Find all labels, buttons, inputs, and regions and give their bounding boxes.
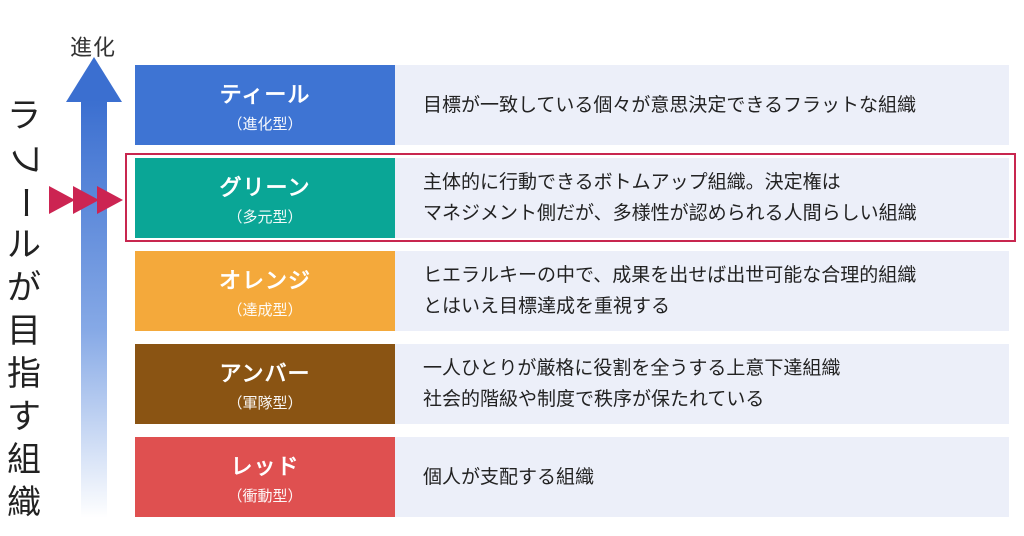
- description-line: 目標が一致している個々が意思決定できるフラットな組織: [423, 93, 917, 116]
- stage-row-green: グリーン （多元型） 主体的に行動できるボトムアップ組織。決定権は マネジメント…: [135, 158, 1009, 238]
- description-line: 主体的に行動できるボトムアップ組織。決定権は: [423, 171, 841, 193]
- pointer-triangle: [97, 186, 123, 214]
- stage-description: ヒエラルキーの中で、成果を出せば出世可能な合理的組織 とはいえ目標達成を重視する: [395, 251, 1009, 331]
- stage-name: アンバー: [219, 361, 311, 387]
- description-line: ヒエラルキーの中で、成果を出せば出世可能な合理的組織: [423, 264, 917, 286]
- stage-label: ティール （進化型）: [135, 65, 395, 145]
- side-title-char: 組: [7, 440, 41, 480]
- description-line: 一人ひとりが厳格に役割を全うする上意下達組織: [423, 357, 841, 379]
- stage-label: グリーン （多元型）: [135, 158, 395, 238]
- arrow-shaft: [81, 100, 107, 518]
- stage-name: レッド: [230, 454, 300, 480]
- pointer-triangle: [73, 186, 99, 214]
- highlight-frame: [125, 153, 1016, 242]
- side-title-char: 織: [7, 483, 41, 523]
- stage-type: （軍隊型）: [227, 393, 303, 412]
- evolution-label: 進化: [69, 36, 116, 61]
- stage-type: （多元型）: [227, 207, 303, 226]
- pointer-triangle: [49, 186, 75, 214]
- stage-name: ティール: [219, 82, 311, 108]
- side-title-char: が: [7, 268, 41, 308]
- arrow-head: [66, 57, 122, 102]
- stage-name: オレンジ: [218, 268, 311, 294]
- stage-description: 個人が支配する組織: [395, 437, 1009, 517]
- stage-row-teal: ティール （進化型） 目標が一致している個々が意思決定できるフラットな組織: [135, 65, 1009, 145]
- side-title-char: フ: [4, 142, 45, 177]
- side-title-char: 指: [7, 354, 41, 394]
- description-line: とはいえ目標達成を重視する: [423, 295, 671, 317]
- pointer-arrows-icon: [49, 186, 123, 214]
- stage-row-red: レッド （衝動型） 個人が支配する組織: [135, 437, 1009, 517]
- side-title-char: ル: [7, 225, 41, 265]
- stage-label: レッド （衝動型）: [135, 437, 395, 517]
- description-line: 個人が支配する組織: [423, 465, 595, 488]
- stage-description: 一人ひとりが厳格に役割を全うする上意下達組織 社会的階級や制度で秩序が保たれてい…: [395, 344, 1009, 424]
- description-line: 社会的階級や制度で秩序が保たれている: [423, 388, 765, 410]
- stage-description: 目標が一致している個々が意思決定できるフラットな組織: [395, 65, 1009, 145]
- side-title: ラ フ ー ル が 目 指 す 組 織: [2, 95, 46, 525]
- description-line: マネジメント側だが、多様性が認められる人間らしい組織: [423, 202, 917, 224]
- stage-type: （衝動型）: [227, 486, 303, 505]
- evolution-arrow-icon: [66, 57, 122, 518]
- side-title-char: ー: [4, 185, 45, 220]
- side-title-char: 目: [7, 311, 41, 351]
- stage-type: （進化型）: [227, 114, 303, 133]
- stage-type: （達成型）: [227, 300, 303, 319]
- stage-name: グリーン: [219, 175, 311, 201]
- stage-row-orange: オレンジ （達成型） ヒエラルキーの中で、成果を出せば出世可能な合理的組織 とは…: [135, 251, 1009, 331]
- stage-label: オレンジ （達成型）: [135, 251, 395, 331]
- stage-row-amber: アンバー （軍隊型） 一人ひとりが厳格に役割を全うする上意下達組織 社会的階級や…: [135, 344, 1009, 424]
- side-title-char: す: [7, 397, 41, 437]
- side-title-char: ラ: [7, 96, 41, 136]
- stage-description: 主体的に行動できるボトムアップ組織。決定権は マネジメント側だが、多様性が認めら…: [395, 158, 1009, 238]
- stage-label: アンバー （軍隊型）: [135, 344, 395, 424]
